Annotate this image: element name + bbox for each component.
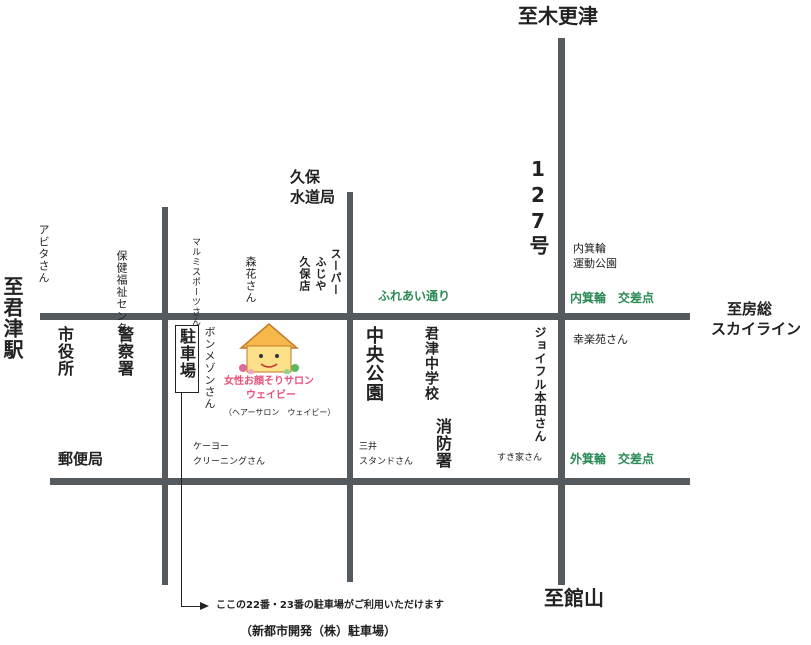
road-route-127 [558, 38, 565, 585]
place-undo-koen-line1: 内箕輪 [573, 242, 606, 255]
place-police: 警察署 [115, 326, 134, 377]
place-mitsui-line2: スタンドさん [359, 457, 414, 467]
place-city-hall: 市役所 [55, 326, 74, 377]
place-keiyo-line2: クリーニングさん [193, 457, 266, 467]
place-mitsui-line1: 三井 [359, 442, 378, 452]
place-fire-station: 消防署 [433, 418, 452, 469]
intersection-uchiminowa: 内箕輪 交差点 [570, 291, 655, 305]
street-fureai-label: ふれあい通り [378, 289, 451, 303]
intersection-sotominowa: 外箕輪 交差点 [570, 452, 655, 466]
place-morihana: 森花さん [244, 256, 257, 304]
arrow-right-icon [200, 602, 209, 610]
place-post-office: 郵便局 [58, 450, 104, 468]
parking-box[interactable]: 駐車場 [175, 325, 199, 393]
route-127-label: 127号 [526, 157, 550, 257]
road-central-vertical [347, 192, 353, 582]
place-kubo-water-line2: 水道局 [290, 188, 336, 206]
salon-name: 女性お顔そりサロン [224, 376, 314, 387]
direction-west: 至君津駅 [0, 276, 24, 360]
place-central-park: 中央公園 [363, 326, 384, 402]
place-sukiya: すき家さん [497, 453, 543, 463]
salon-marker[interactable]: 女性お顔そりサロン ウェイビー （ヘアーサロン ウェイビー） [224, 322, 335, 422]
place-joyful-honda: ジョイフル本田さん [533, 326, 547, 443]
place-kubo-water-line1: 久保 [290, 168, 321, 186]
parking-owner-note: （新都市開発（株）駐車場） [240, 624, 397, 638]
parking-info-note: ここの22番・23番の駐車場がご利用いただけます [216, 600, 444, 611]
direction-south: 至館山 [544, 586, 604, 610]
place-undo-koen-line2: 運動公園 [573, 257, 617, 270]
salon-house-icon [239, 323, 299, 374]
direction-north: 至木更津 [518, 4, 598, 28]
place-fujiya-store: 久保店 [298, 256, 311, 292]
place-fujiya-super: スーパー [329, 248, 342, 296]
direction-east-line1: 至房総 [727, 300, 773, 318]
place-fujiya-name: ふじや [314, 256, 327, 292]
salon-name-2: ウェイビー [246, 390, 296, 401]
salon-sub: （ヘアーサロン ウェイビー） [224, 408, 336, 417]
parking-pointer-vertical [181, 392, 182, 606]
parking-pointer-horizontal [181, 606, 203, 607]
road-lower-horizontal [50, 478, 690, 485]
direction-east-line2: スカイライン [711, 320, 802, 338]
place-keiyo-line1: ケーヨー [193, 442, 230, 452]
parking-label: 駐車場 [177, 328, 196, 379]
place-marumi-sports: マルミスポーツさん [190, 237, 200, 327]
road-fureai-dori [40, 313, 690, 320]
road-left-vertical [162, 207, 168, 585]
place-kourakuen: 幸楽苑さん [573, 333, 628, 346]
place-junior-high: 君津中学校 [423, 326, 439, 401]
place-hoken-fukushi: 保健福祉センター [115, 250, 128, 346]
place-bonmezon: ボンメゾンさん [203, 326, 216, 410]
place-abita: アビタさん [37, 224, 50, 284]
